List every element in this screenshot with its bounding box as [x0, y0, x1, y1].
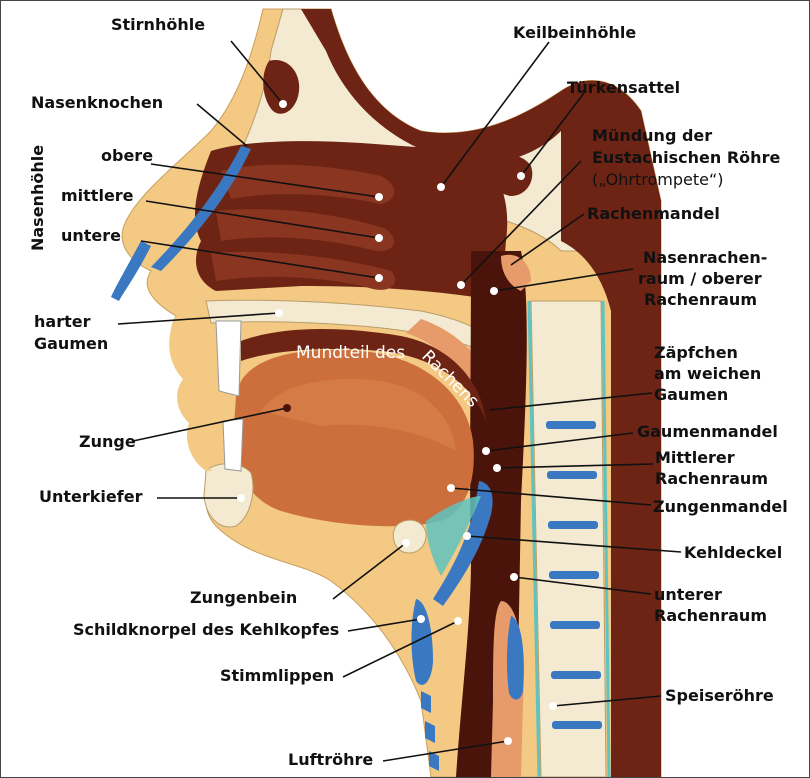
label-unterer-1: unterer [654, 585, 722, 604]
label-gaumenmandel: Gaumenmandel [637, 422, 778, 441]
vertebral-disc [548, 521, 598, 529]
anatomy-illustration [111, 9, 661, 777]
label-mittlerer-1: Mittlerer [655, 448, 735, 467]
label-schildknorpel: Schildknorpel des Kehlkopfes [73, 620, 339, 639]
label-muendung-1: Mündung der [592, 126, 712, 145]
label-keilbeinhoehle: Keilbeinhöhle [513, 23, 636, 42]
dot-nasenrachen [490, 287, 498, 295]
dot-unterkiefer [237, 494, 245, 502]
label-zaepfchen-3: Gaumen [654, 385, 728, 404]
label-zaepfchen-1: Zäpfchen [654, 343, 738, 362]
label-speiseroehre: Speiseröhre [665, 686, 774, 705]
label-unterer-2: Rachenraum [654, 606, 767, 625]
dot-mittlere [375, 234, 383, 242]
dot-mittlerer [493, 464, 501, 472]
label-nasenhoehle: Nasenhöhle [28, 145, 47, 251]
dot-muendung [457, 281, 465, 289]
label-obere: obere [101, 146, 153, 165]
label-nasenrachen-1: Nasenrachen- [643, 248, 767, 267]
dot-obere [375, 193, 383, 201]
label-zunge: Zunge [79, 432, 136, 451]
label-unterkiefer: Unterkiefer [39, 487, 143, 506]
label-harter-2: Gaumen [34, 334, 108, 353]
dot-zungenmandel [447, 484, 455, 492]
dot-zunge [283, 404, 291, 412]
dot-speiseroehre [549, 702, 557, 710]
label-rachenmandel: Rachenmandel [587, 204, 720, 223]
label-zungenmandel: Zungenmandel [653, 497, 788, 516]
label-zaepfchen-2: am weichen [654, 364, 761, 383]
dot-stimmlippen [454, 617, 462, 625]
vertebral-disc [549, 571, 599, 579]
dot-gaumenmandel [482, 447, 490, 455]
vertebral-disc [547, 471, 597, 479]
label-kehldeckel: Kehldeckel [684, 543, 782, 562]
vertebral-disc [546, 421, 596, 429]
vertebral-disc [550, 621, 600, 629]
dot-stirnhoehle [279, 100, 287, 108]
vertebral-disc [551, 671, 601, 679]
label-stimmlippen: Stimmlippen [220, 666, 334, 685]
label-stirnhoehle: Stirnhöhle [111, 15, 205, 34]
spine-body [531, 301, 606, 777]
dot-zungenbein [402, 539, 410, 547]
dot-unterer [510, 573, 518, 581]
label-mittlerer-2: Rachenraum [655, 469, 768, 488]
label-untere: untere [61, 226, 121, 245]
label-zungenbein: Zungenbein [190, 588, 297, 607]
label-nasenknochen: Nasenknochen [31, 93, 163, 112]
lower-teeth [223, 419, 243, 471]
dot-keilbein [437, 183, 445, 191]
label-mittlere: mittlere [61, 186, 134, 205]
label-muendung-2: Eustachischen Röhre [592, 148, 780, 167]
label-muendung-3: („Ohrtrompete“) [592, 170, 724, 189]
dot-untere [375, 274, 383, 282]
label-harter-1: harter [34, 312, 91, 331]
vertebral-disc [552, 721, 602, 729]
label-mundteil-part1: Mundteil des [296, 343, 405, 363]
dot-luftroehre [504, 737, 512, 745]
label-nasenrachen-2: raum / oberer [638, 269, 762, 288]
dot-schildknorpel [417, 615, 425, 623]
label-nasenrachen-3: Rachenraum [644, 290, 757, 309]
dot-tuerken [517, 172, 525, 180]
spine [529, 301, 609, 777]
upper-teeth [216, 321, 241, 396]
dot-harter [275, 309, 283, 317]
label-luftroehre: Luftröhre [288, 750, 373, 769]
label-tuerkensattel: Türkensattel [567, 78, 680, 97]
dot-kehldeckel [463, 532, 471, 540]
